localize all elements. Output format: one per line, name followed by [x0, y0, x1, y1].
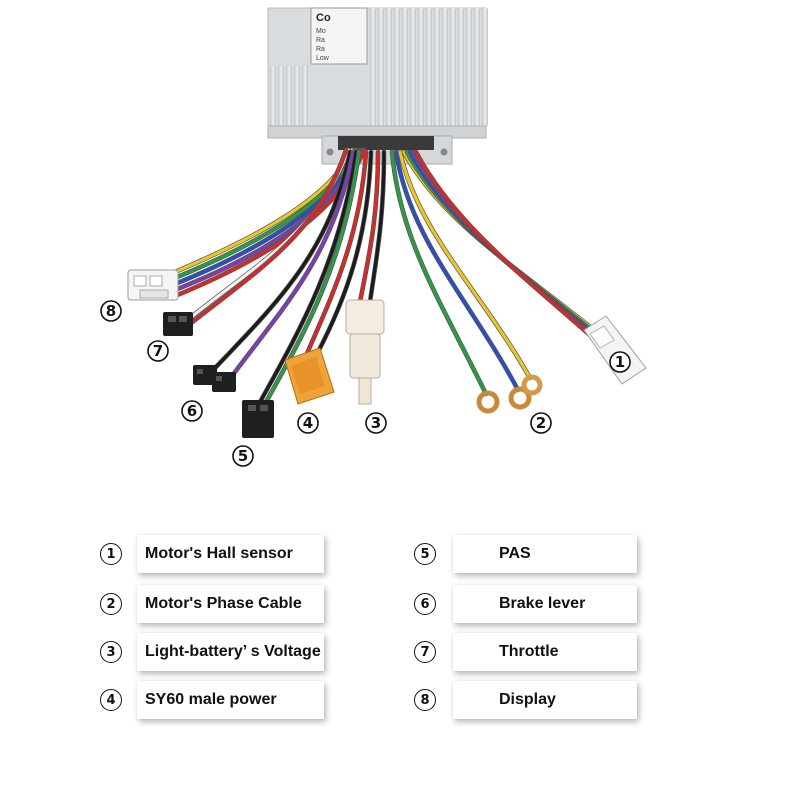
legend-num-2: 2	[100, 585, 122, 623]
legend-label-brake-lever: Brake lever	[453, 585, 637, 623]
callout-2: 2	[530, 412, 552, 434]
legend-num-3: 3	[100, 633, 122, 671]
wire	[316, 150, 373, 354]
heatsink-fin	[294, 66, 300, 126]
heatsink-fin	[270, 66, 276, 126]
svg-text:6: 6	[187, 402, 197, 420]
heatsink-fin	[426, 8, 432, 126]
callout-1: 1	[609, 351, 631, 373]
legend-label-light-battery: Light-battery’ s Voltage	[137, 633, 324, 671]
light-battery-connector	[345, 299, 385, 405]
heatsink-fin	[418, 8, 424, 126]
svg-text:5: 5	[238, 447, 248, 465]
svg-text:4: 4	[303, 414, 313, 432]
svg-text:1: 1	[615, 353, 625, 371]
wire	[188, 148, 348, 326]
pas-connector	[242, 400, 274, 438]
wire	[303, 150, 368, 360]
legend-label-pas: PAS	[453, 535, 637, 573]
svg-text:2: 2	[536, 414, 546, 432]
callout-4: 4	[297, 412, 319, 434]
controller-wiring-diagram: Co Mo Ra Ra Low	[100, 7, 647, 467]
heatsink-fin	[458, 8, 464, 126]
heatsink-fin	[394, 8, 400, 126]
wire	[358, 150, 380, 304]
wire	[398, 150, 532, 380]
legend-label-display: Display	[453, 681, 637, 719]
wire	[264, 150, 361, 404]
label-line: Ra	[316, 37, 325, 44]
label-line: Low	[316, 55, 330, 62]
heatsink-fin	[370, 8, 376, 126]
heatsink-fin	[410, 8, 416, 126]
controller-housing	[267, 7, 488, 165]
display-connector	[127, 269, 179, 301]
svg-text:3: 3	[371, 414, 381, 432]
legend-num-6: 6	[414, 585, 436, 623]
heatsink-fin	[378, 8, 384, 126]
heatsink-fin	[278, 66, 284, 126]
heatsink-fin	[474, 8, 480, 126]
sy60-power-connector	[284, 347, 335, 405]
heatsink-fin	[286, 66, 292, 126]
label-line: Co	[316, 12, 331, 24]
legend-label-sy60-power: SY60 male power	[137, 681, 324, 719]
callout-3: 3	[365, 412, 387, 434]
label-line: Mo	[316, 28, 326, 35]
heatsink-fin	[442, 8, 448, 126]
heatsink-fin	[386, 8, 392, 126]
wire	[258, 150, 358, 404]
legend-label-phase-cable: Motor's Phase Cable	[137, 585, 324, 623]
hall-sensor-connector	[583, 315, 647, 385]
legend-label-throttle: Throttle	[453, 633, 637, 671]
phase-cable-terminals	[476, 374, 543, 414]
svg-text:8: 8	[106, 302, 116, 320]
heatsink-fin	[434, 8, 440, 126]
heatsink-fin	[450, 8, 456, 126]
wire	[230, 150, 355, 378]
heatsink-fin	[482, 8, 488, 126]
wire	[390, 150, 488, 396]
controller-label-sticker: Co Mo Ra Ra Low	[310, 7, 368, 65]
wire	[414, 150, 604, 348]
throttle-connector	[163, 312, 193, 336]
wire-harness	[172, 147, 605, 405]
wire	[368, 150, 386, 304]
legend-num-4: 4	[100, 681, 122, 719]
callout-5: 5	[232, 445, 254, 467]
legend-num-8: 8	[414, 681, 436, 719]
wire	[394, 150, 520, 392]
wire	[213, 150, 352, 370]
legend-num-5: 5	[414, 535, 436, 573]
brake-lever-connector	[193, 365, 236, 392]
heatsink-fin	[402, 8, 408, 126]
heatsink-fin	[302, 66, 308, 126]
legend-num-7: 7	[414, 633, 436, 671]
legend-num-1: 1	[100, 535, 122, 573]
callout-8: 8	[100, 300, 122, 322]
callout-7: 7	[147, 340, 169, 362]
legend-label-hall-sensor: Motor's Hall sensor	[137, 535, 324, 573]
heatsink-fin	[466, 8, 472, 126]
callout-6: 6	[181, 400, 203, 422]
svg-text:7: 7	[153, 342, 163, 360]
label-line: Ra	[316, 46, 325, 53]
